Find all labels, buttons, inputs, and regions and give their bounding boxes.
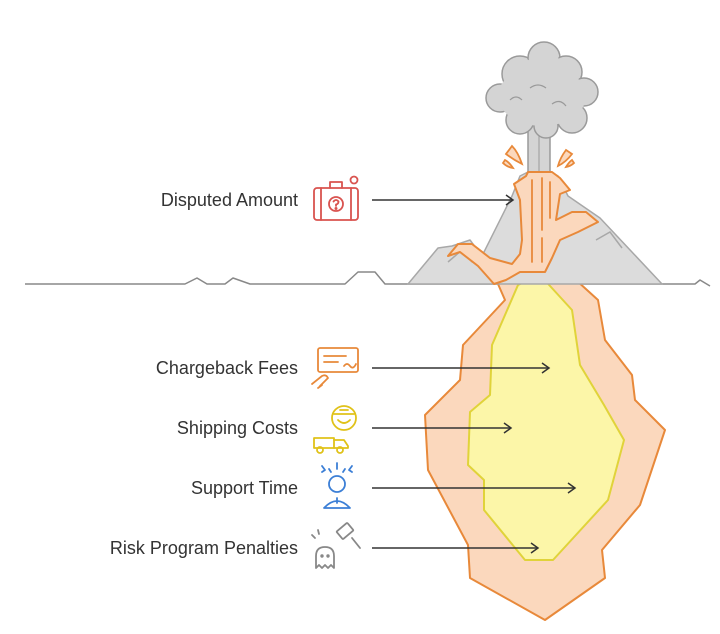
check-payment-icon [311, 347, 359, 389]
label-shipping-costs: Shipping Costs [177, 418, 298, 438]
delivery-truck-icon [313, 405, 357, 454]
label-chargeback-fees: Chargeback Fees [156, 358, 298, 378]
lava-conduit [447, 171, 599, 285]
suitcase-question-icon [313, 175, 359, 221]
smoke-cloud-core [487, 43, 597, 137]
mountain-ridge [595, 231, 623, 249]
smoke-cloud-details [509, 84, 567, 107]
label-risk-program-penalties: Risk Program Penalties [110, 538, 298, 558]
lava-splashes [501, 144, 576, 170]
label-support-time: Support Time [191, 478, 298, 498]
lava-flow-lines [531, 177, 551, 263]
gavel-icon [311, 522, 361, 569]
pointer-arrows [372, 194, 577, 554]
stressed-agent-icon [321, 462, 353, 509]
label-disputed-amount: Disputed Amount [161, 190, 298, 210]
